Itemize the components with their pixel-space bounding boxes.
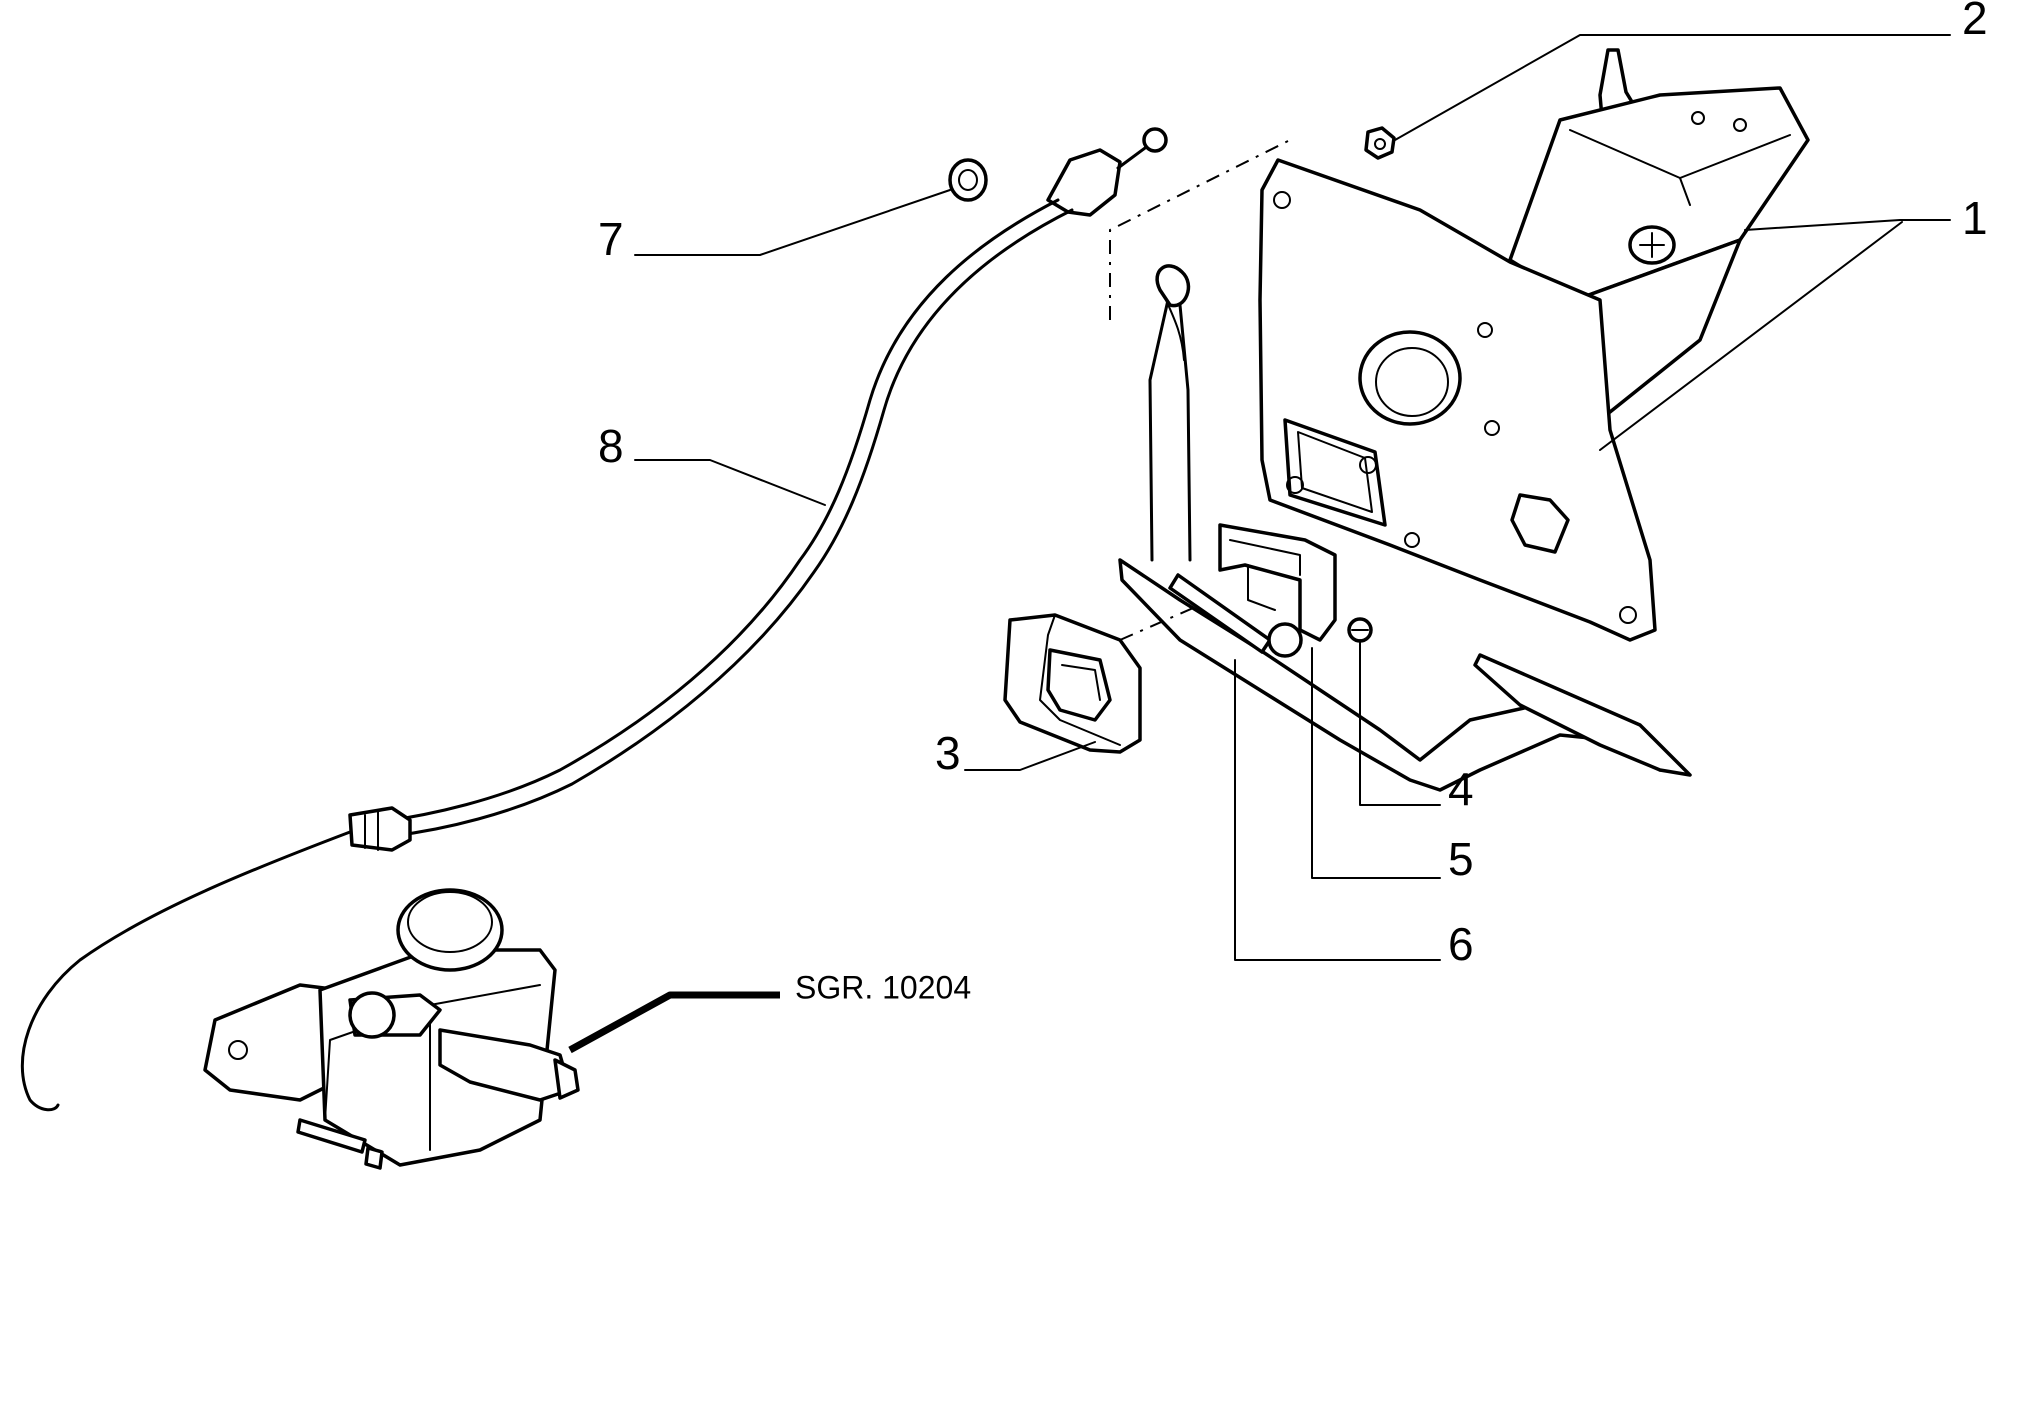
cable-end-clip [1155,264,1191,361]
pedal-bracket [1118,48,1810,792]
callout-4: 4 [1448,763,1474,815]
reference-label: SGR. 10204 [795,969,971,1005]
nut-7 [948,158,988,202]
assembly-guide-lower [1119,604,1201,641]
callout-7: 7 [598,213,624,265]
callout-2: 2 [1962,0,1988,44]
callout-5: 5 [1448,833,1474,885]
switch-bracket [1168,523,1373,658]
leader-lines [568,34,1951,1054]
callout-1: 1 [1962,192,1988,244]
callout-8: 8 [598,420,624,472]
rubber-pad [1003,613,1142,754]
clutch-master-cylinder [203,888,580,1170]
nut-2 [1364,126,1396,160]
assembly-guide-upper [1109,139,1291,320]
clutch-cable [20,127,1168,1112]
callout-6: 6 [1448,918,1474,970]
callout-3: 3 [935,727,961,779]
